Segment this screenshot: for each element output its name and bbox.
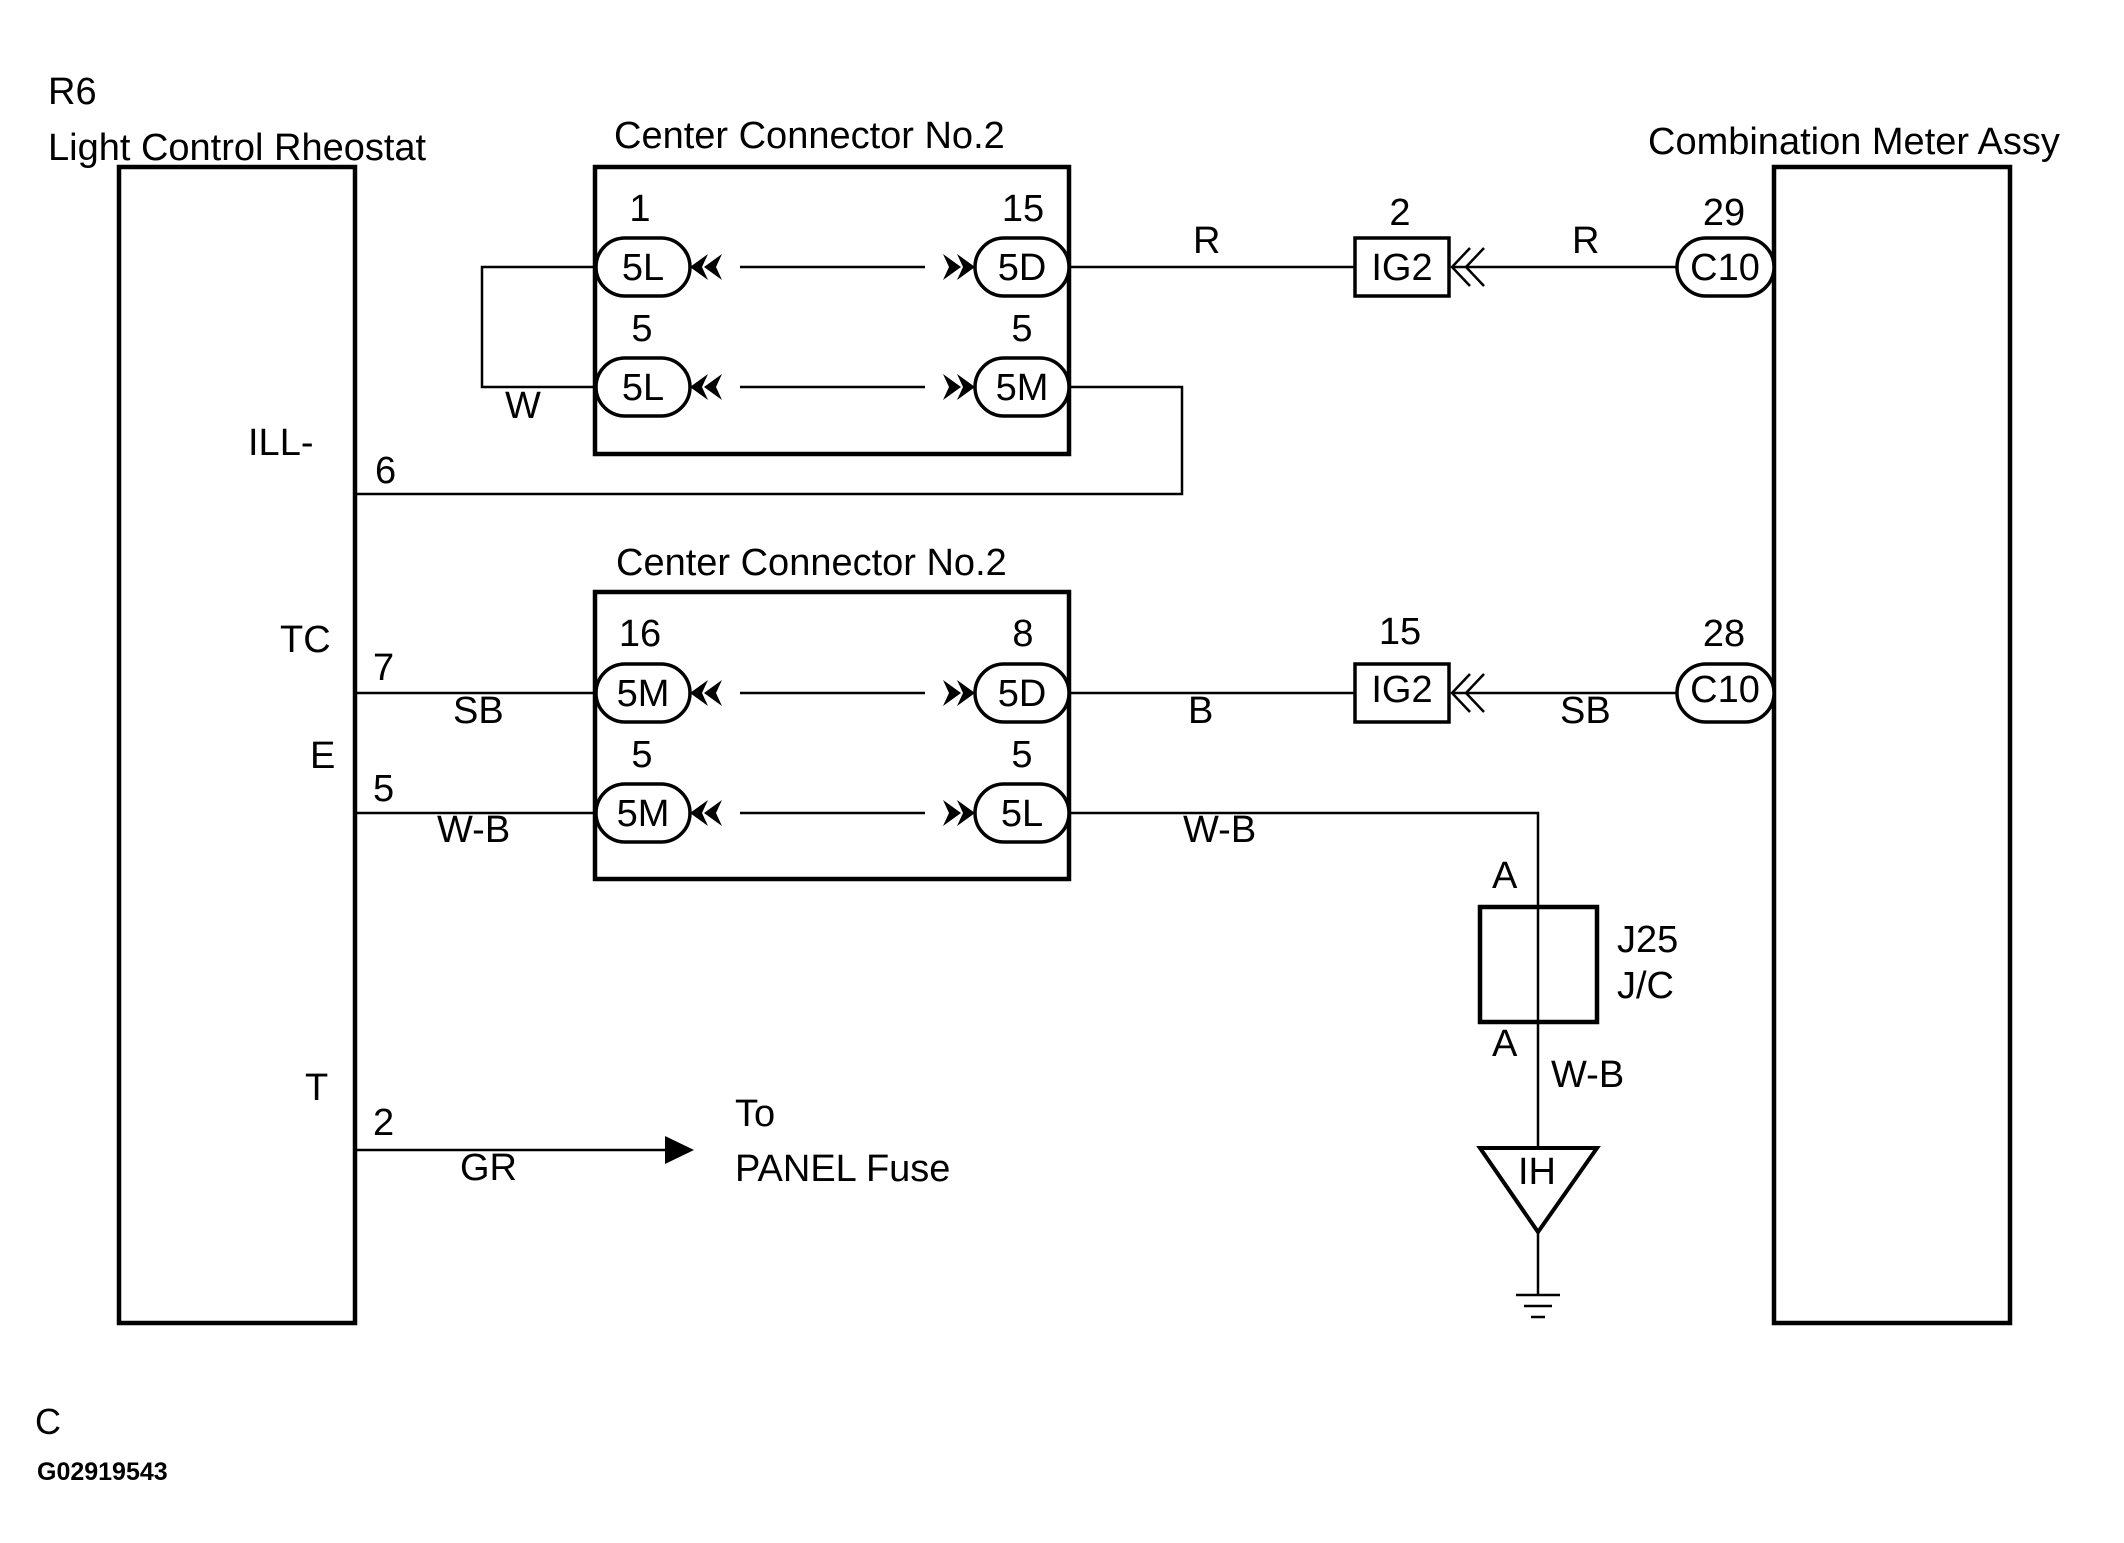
pin-5d-15-code: 5D [998, 247, 1047, 289]
c10-top-connector: C10 29 [1675, 192, 1776, 298]
junction-box [1477, 904, 1600, 1025]
terminal-ill-number: 6 [375, 450, 396, 492]
pin-5l-1-number: 1 [629, 188, 650, 230]
c10-bottom-code: C10 [1690, 669, 1760, 711]
ig2-top-box [1353, 236, 1451, 298]
connector-bottom-row1-left-arrow [690, 680, 722, 706]
ground-triangle [1476, 1146, 1601, 1236]
terminal-ill-label: ILL- [248, 422, 313, 464]
wire-color-wb-right: W-B [1183, 809, 1256, 851]
c10-bottom-pin [1675, 662, 1776, 724]
wire-w-loop [480, 265, 596, 389]
connector-top-row1-left-arrow [690, 254, 722, 280]
wire-color-w: W [505, 385, 541, 427]
pin-5l-5b-code: 5L [1001, 793, 1043, 835]
light-control-rheostat: R6 Light Control Rheostat ILL- TC E T [48, 71, 427, 1326]
pin-5l-1-code: 5L [622, 247, 664, 289]
connector-top-title: Center Connector No.2 [614, 115, 1005, 157]
wire-color-wb-down: W-B [1551, 1054, 1624, 1096]
meter-name: Combination Meter Assy [1648, 121, 2060, 163]
pin-5d-8-number: 8 [1012, 613, 1033, 655]
wire-color-r-2: R [1572, 220, 1599, 262]
pin-5m-16-number: 16 [619, 613, 661, 655]
destination-line1: To [735, 1093, 775, 1135]
pin-5l-5-code: 5L [622, 367, 664, 409]
meter-body [1771, 164, 2013, 1326]
rheostat-code: R6 [48, 71, 97, 113]
wire-color-wb-left: W-B [437, 809, 510, 851]
junction-pin-top: A [1492, 855, 1518, 897]
connector-top-row1-right-arrow [943, 254, 975, 280]
connector-bottom-title: Center Connector No.2 [616, 542, 1007, 584]
connector-bottom-row1-right-arrow [943, 680, 975, 706]
junction-type: J/C [1617, 965, 1674, 1007]
center-connector-bottom: Center Connector No.2 5M 16 5D 8 5M 5 5L… [592, 542, 1072, 882]
pin-5d-8-code: 5D [998, 673, 1047, 715]
wire-color-b: B [1188, 690, 1213, 732]
wire-ill [355, 385, 1184, 496]
wire-color-gr: GR [460, 1147, 517, 1189]
connector-top-body [592, 164, 1072, 457]
junction-j25: A A J25 J/C [1477, 855, 1678, 1065]
connector-bottom-row2-left-arrow [690, 800, 722, 826]
connector-bottom-row2-right-arrow [943, 800, 975, 826]
wire-wb-to-jc [1069, 811, 1540, 1148]
wire-color-sb-right: SB [1560, 690, 1611, 732]
terminal-e-number: 5 [373, 768, 394, 810]
ig2-top-number: 2 [1389, 192, 1410, 234]
junction-pin-bottom: A [1492, 1023, 1518, 1065]
connector-top-row2-right-arrow [943, 374, 975, 400]
destination-line2: PANEL Fuse [735, 1148, 950, 1190]
terminal-tc-number: 7 [373, 647, 394, 689]
ig2-bottom-number: 15 [1379, 611, 1421, 653]
terminal-e-label: E [310, 735, 335, 777]
c10-bottom-number: 28 [1703, 613, 1745, 655]
ig2-bottom-code: IG2 [1371, 669, 1432, 711]
ig2-bottom-box [1353, 662, 1451, 724]
c10-bottom-connector: C10 28 [1675, 613, 1776, 724]
rheostat-body [116, 164, 358, 1326]
pin-5m-5b-number: 5 [631, 734, 652, 776]
center-connector-top: Center Connector No.2 5L 1 5D 15 5L 5 5M… [592, 115, 1072, 457]
c10-top-number: 29 [1703, 192, 1745, 234]
rheostat-name: Light Control Rheostat [48, 127, 427, 169]
connector-bottom-body [592, 589, 1072, 882]
ig2-top-connector: IG2 2 [1353, 192, 1485, 298]
connector-top-row2-left-arrow [690, 374, 722, 400]
wire-color-sb-left: SB [453, 690, 504, 732]
pin-5m-5-number: 5 [1011, 308, 1032, 350]
ground-ih: IH [1476, 1146, 1601, 1319]
pin-5l-5b-number: 5 [1011, 734, 1032, 776]
terminal-t-number: 2 [373, 1102, 394, 1144]
ig2-bottom-connector: IG2 15 [1353, 611, 1485, 724]
wire-color-r-1: R [1193, 220, 1220, 262]
c10-top-code: C10 [1690, 247, 1760, 289]
pin-5l-5-number: 5 [631, 308, 652, 350]
combination-meter-assy: Combination Meter Assy [1648, 121, 2060, 1326]
pin-5m-5b-code: 5M [617, 793, 670, 835]
arrow-right-icon [665, 1136, 694, 1164]
ground-code: IH [1518, 1151, 1556, 1193]
terminal-t-label: T [305, 1067, 328, 1109]
footer-letter: C [35, 1401, 61, 1442]
pin-5m-5-code: 5M [996, 367, 1049, 409]
ig2-top-code: IG2 [1371, 247, 1432, 289]
pin-5d-15-number: 15 [1002, 188, 1044, 230]
figure-id: G02919543 [37, 1458, 168, 1486]
c10-top-pin [1675, 236, 1776, 298]
terminal-tc-label: TC [280, 619, 331, 661]
junction-name: J25 [1617, 919, 1678, 961]
pin-5m-16-code: 5M [617, 673, 670, 715]
